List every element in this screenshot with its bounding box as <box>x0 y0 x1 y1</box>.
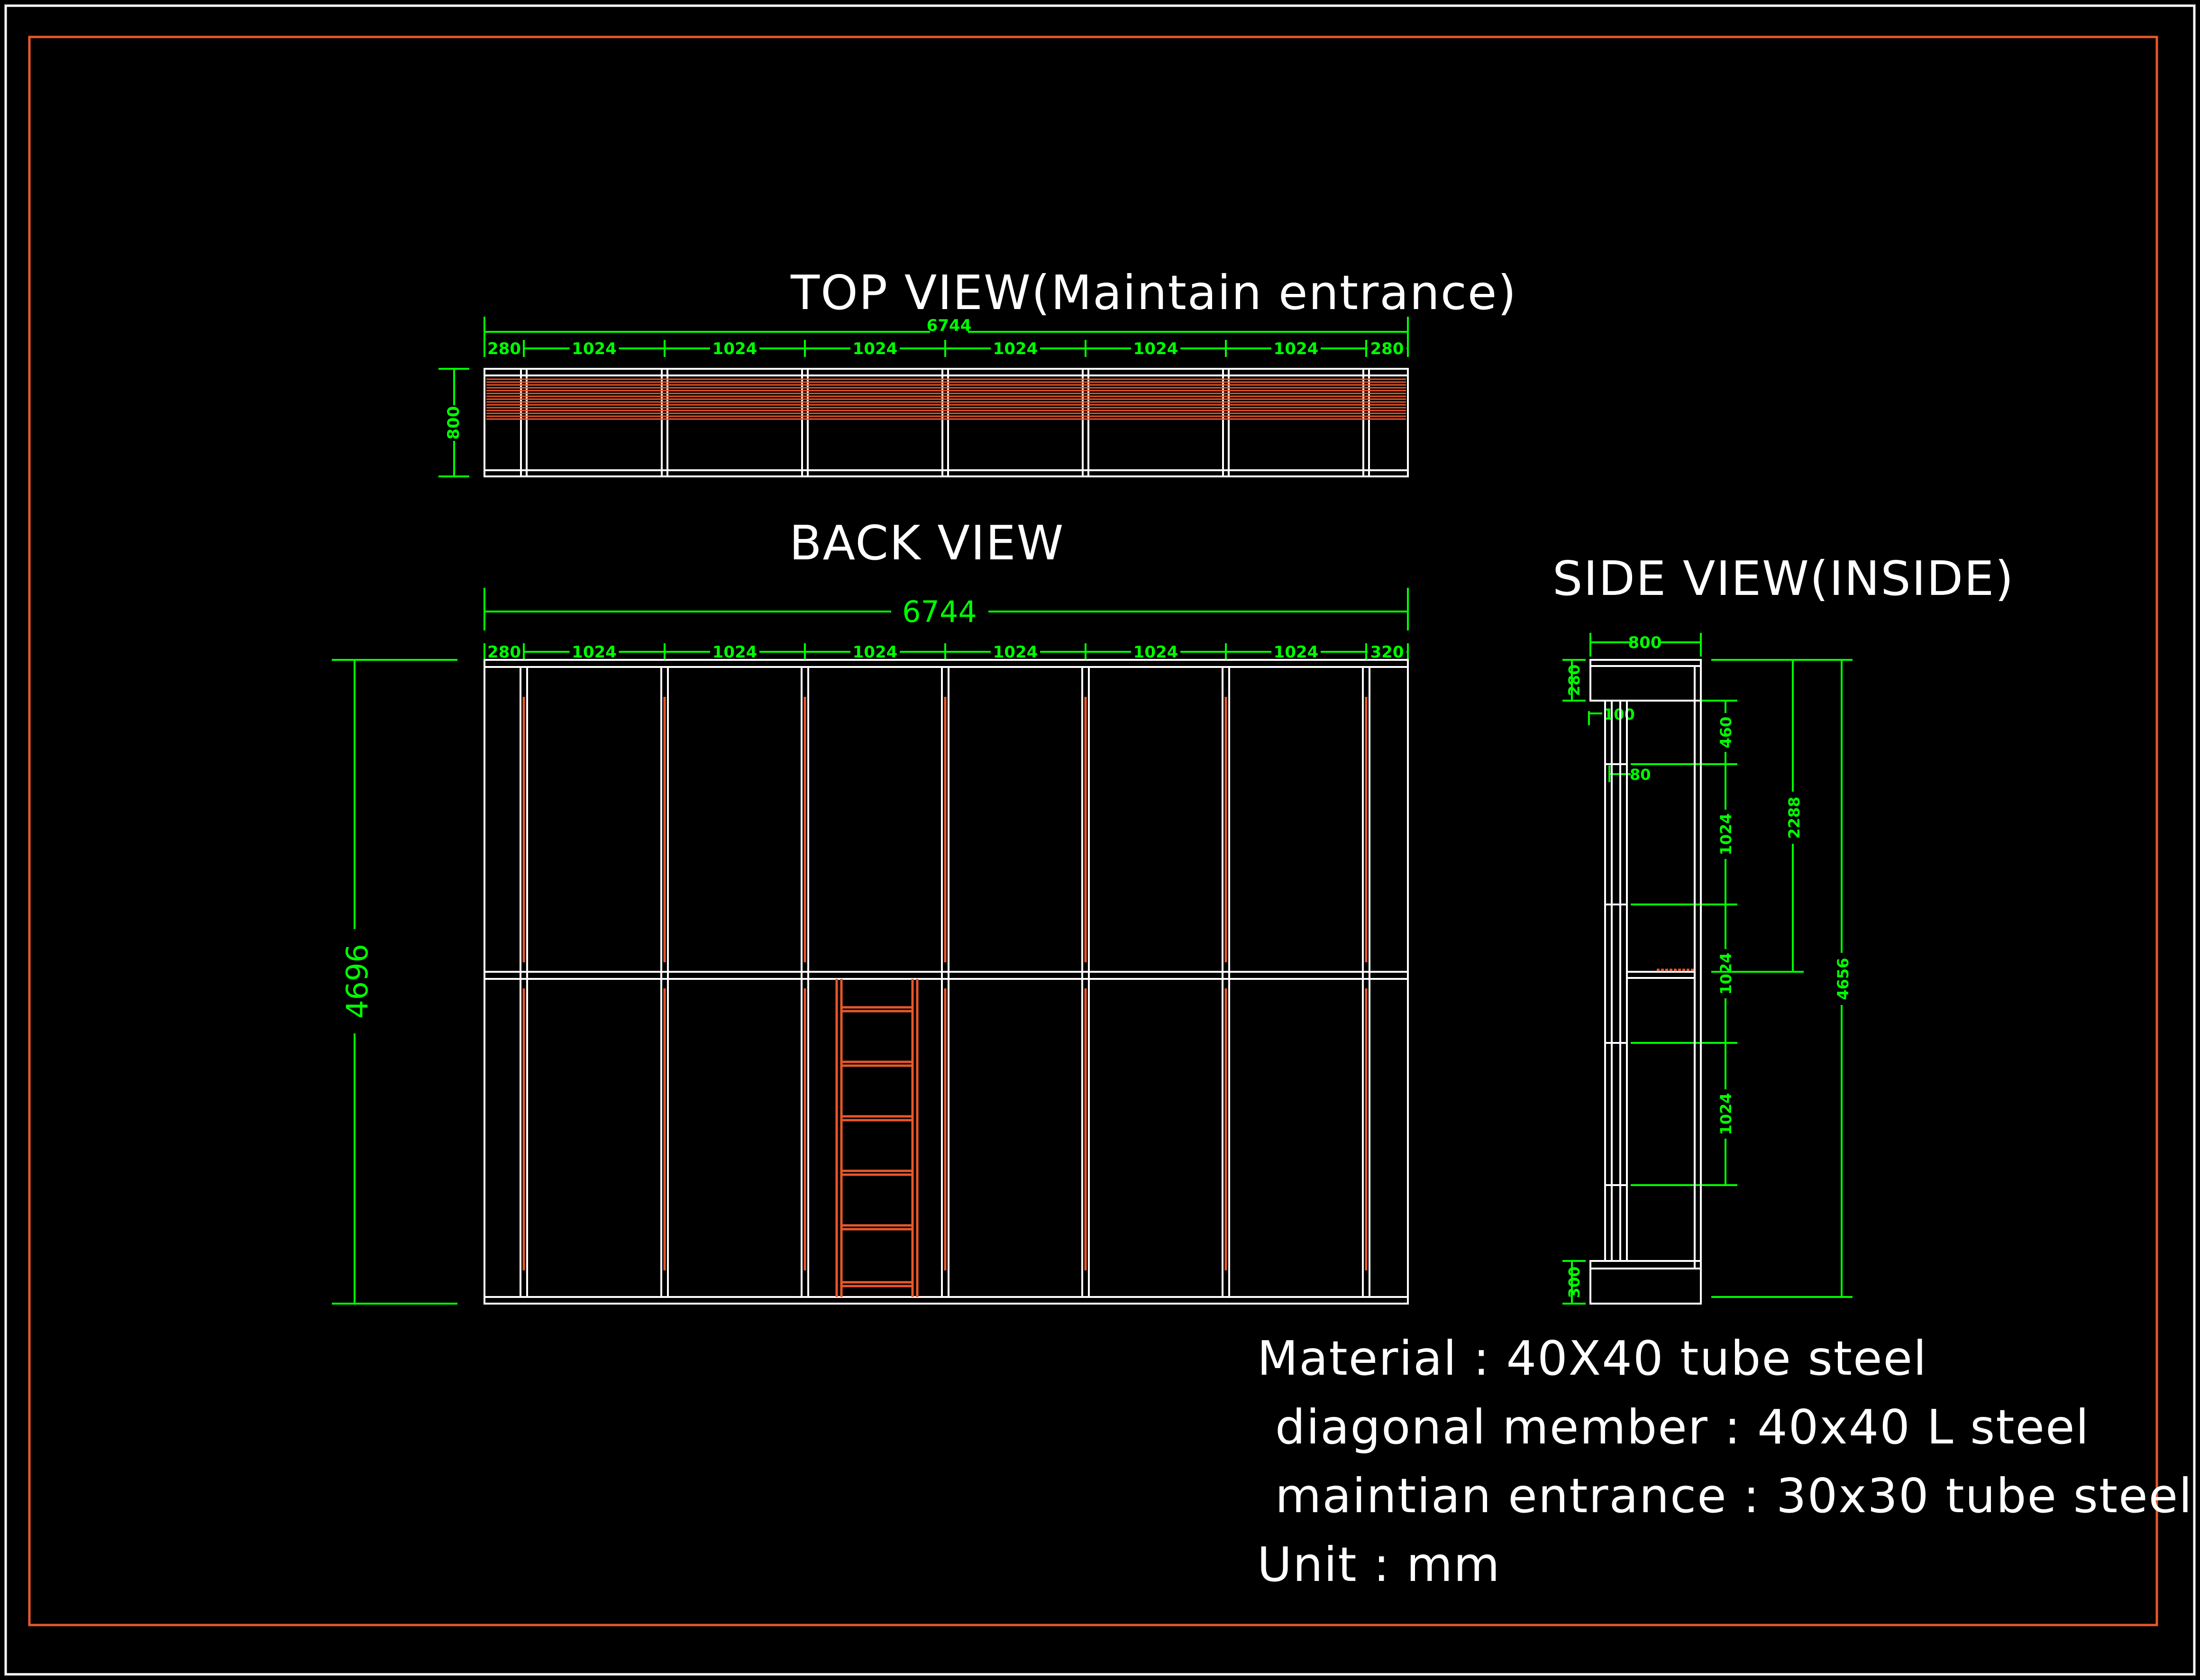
segment-dimension-label: 1024 <box>1133 339 1178 358</box>
top-view-depth-dimension: 800 <box>438 368 469 477</box>
side-view-offset-b-label: 80 <box>1630 766 1651 784</box>
note-entrance: maintian entrance : 30x30 tube steel <box>1275 1468 2193 1524</box>
side-view-bottom-dimension: 300 <box>1562 1260 1586 1305</box>
segment-dimension-label: 1024 <box>853 339 898 358</box>
side-view: SIDE VIEW(INSIDE) 800 280 100 80 <box>1552 551 2014 1305</box>
segment-dimension-label: 1024 <box>1274 339 1319 358</box>
chain-dimension-label: 1024 <box>1717 952 1735 995</box>
maintenance-ladder <box>835 979 919 1297</box>
segment-dimension-label: 1024 <box>1274 643 1319 662</box>
back-view-overall-dimension: 6744 <box>484 588 1409 630</box>
segment-dimension-label: 1024 <box>993 339 1038 358</box>
back-view-height-label: 4696 <box>340 944 374 1019</box>
side-view-chain-dimensions: 460 1024 1024 1024 <box>1631 700 1737 1186</box>
back-view-posts <box>520 667 1370 1297</box>
side-view-top-dimension: 280 <box>1562 659 1586 702</box>
note-unit: Unit : mm <box>1257 1537 1501 1592</box>
segment-dimension-label: 1024 <box>572 339 617 358</box>
back-view-title: BACK VIEW <box>789 515 1064 571</box>
side-view-width-dimension: 800 <box>1589 633 1702 657</box>
segment-dimension-label: 280 <box>487 643 521 662</box>
top-view-title: TOP VIEW(Maintain entrance) <box>790 265 1517 320</box>
side-view-frame <box>1589 659 1702 1305</box>
top-view: TOP VIEW(Maintain entrance) 6744 280 1024… <box>438 265 1517 477</box>
chain-dimension-label: 1024 <box>1717 813 1735 855</box>
top-view-segment-dimensions: 280 1024 1024 1024 1024 1024 1024 280 <box>484 339 1409 358</box>
side-view-title: SIDE VIEW(INSIDE) <box>1552 551 2014 606</box>
back-view-frame <box>484 659 1409 1305</box>
side-view-bottom-label: 300 <box>1565 1267 1583 1298</box>
side-view-width-label: 800 <box>1628 633 1662 652</box>
top-view-frame <box>484 368 1409 477</box>
segment-dimension-label: 1024 <box>712 339 758 358</box>
side-view-offset-b: 80 <box>1608 766 1651 784</box>
segment-dimension-label: 320 <box>1370 643 1404 662</box>
top-view-walkway-grating <box>486 378 1406 420</box>
side-view-offset-a-label: 100 <box>1603 705 1635 723</box>
note-diagonal: diagonal member : 40x40 L steel <box>1275 1399 2090 1455</box>
top-view-posts <box>520 369 1370 476</box>
segment-dimension-label: 1024 <box>572 643 617 662</box>
back-view-segment-dimensions: 280 1024 1024 1024 1024 1024 1024 320 <box>484 643 1409 662</box>
note-material: Material : 40X40 tube steel <box>1257 1331 1927 1386</box>
back-view-overall-label: 6744 <box>902 594 977 629</box>
back-view: BACK VIEW 6744 280 1024 1024 1024 1024 1024 10… <box>332 515 1409 1305</box>
chain-dimension-label: 460 <box>1717 717 1735 749</box>
title-frame <box>28 36 2158 1626</box>
segment-dimension-label: 280 <box>487 339 521 358</box>
segment-dimension-label: 1024 <box>853 643 898 662</box>
top-view-overall-label: 6744 <box>927 316 972 335</box>
segment-dimension-label: 1024 <box>993 643 1038 662</box>
side-view-offset-a: 100 <box>1588 705 1635 725</box>
side-view-partial-label: 2288 <box>1785 796 1803 839</box>
side-view-top-label: 280 <box>1565 665 1583 696</box>
side-view-total-label: 4656 <box>1834 958 1852 1000</box>
material-notes: Material : 40X40 tube steel diagonal mem… <box>1257 1331 2193 1592</box>
top-view-depth-label: 800 <box>444 406 463 440</box>
side-view-total-dimension: 4656 <box>1711 659 1853 1298</box>
segment-dimension-label: 1024 <box>712 643 758 662</box>
chain-dimension-label: 1024 <box>1717 1093 1735 1135</box>
back-view-height-dimension: 4696 <box>332 659 457 1305</box>
outer-border <box>4 4 2196 1676</box>
segment-dimension-label: 280 <box>1370 339 1404 358</box>
segment-dimension-label: 1024 <box>1133 643 1178 662</box>
